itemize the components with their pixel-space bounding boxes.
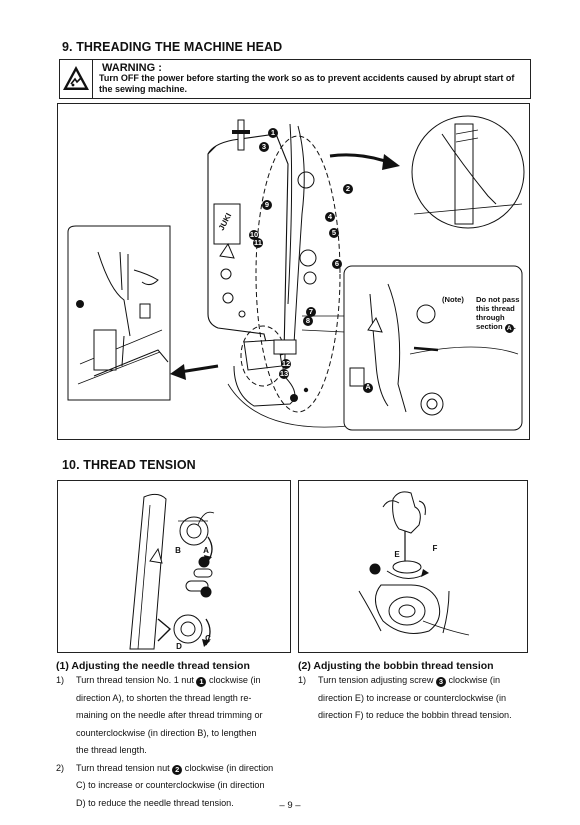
- callout-6: 6: [332, 259, 342, 269]
- needle-area-inset: [67, 225, 171, 401]
- bobbin-item-1-line-3: direction F) to reduce the bobbin thread…: [318, 710, 512, 720]
- note-line-3: through: [476, 313, 505, 322]
- label-circle-1: [198, 556, 210, 568]
- inset-section-a-label: A: [363, 375, 373, 393]
- figure-label-2: 2: [204, 588, 209, 597]
- needle-item-1-line-5: the thread length.: [76, 745, 147, 755]
- figure-label-D: D: [176, 642, 182, 651]
- callout-1-inline: 1: [196, 677, 207, 687]
- note-text-block: Do not pass this thread through section …: [476, 295, 519, 333]
- machine-head: [207, 119, 389, 428]
- section-9-title: 9. THREADING THE MACHINE HEAD: [62, 40, 283, 54]
- figure-label-C: C: [205, 634, 211, 643]
- note-line-4: section A.: [476, 322, 516, 333]
- warning-box: WARNING : Turn OFF the power before star…: [59, 59, 531, 99]
- label-circle-2: [200, 586, 212, 598]
- callout-11: 11: [253, 238, 263, 248]
- warning-title: WARNING :: [102, 62, 162, 74]
- tension-detail-inset: [343, 265, 523, 431]
- callout-2: 2: [343, 184, 353, 194]
- needle-tension-heading: (1) Adjusting the needle thread tension: [56, 660, 250, 672]
- bobbin-tension-list: 1)Turn tension adjusting screw 3 clockwi…: [298, 672, 538, 725]
- bobbin-tension-heading: (2) Adjusting the bobbin thread tension: [298, 660, 494, 672]
- section-a-badge: A: [504, 324, 514, 333]
- callout-3-inline: 3: [435, 677, 446, 687]
- bobbin-tension-figure: E F 3: [298, 480, 528, 653]
- note-line-1: Do not pass: [476, 295, 520, 304]
- callout-4: 4: [325, 212, 335, 222]
- needle-item-1-line-4: counterclockwise (in direction B), to le…: [76, 727, 257, 738]
- needle-item-1: 1)Turn thread tension No. 1 nut 1 clockw…: [56, 675, 261, 687]
- needle-item-2: 2)Turn thread tension nut 2 clockwise (i…: [56, 762, 274, 775]
- needle-item-2-line-2: C) to increase or counterclockwise (in d…: [76, 780, 265, 790]
- bobbin-item-1: 1)Turn tension adjusting screw 3 clockwi…: [298, 675, 501, 687]
- callout-3: 3: [259, 142, 269, 152]
- thread-guide-inset: [411, 115, 525, 229]
- callout-9: 9: [262, 200, 272, 210]
- callout-7: 7: [306, 307, 316, 317]
- figure-label-1: 1: [202, 558, 207, 567]
- note-line-2: this thread: [476, 304, 515, 313]
- figure-label-B: B: [175, 546, 181, 555]
- figure-label-E: E: [394, 550, 400, 559]
- page-number: – 9 –: [279, 800, 301, 811]
- callout-8: 8: [303, 316, 313, 326]
- figure-label-A: A: [203, 546, 209, 555]
- warning-line-1: Turn OFF the power before starting the w…: [99, 73, 515, 83]
- figure-label-3: 3: [373, 565, 378, 574]
- section-10-title: 10. THREAD TENSION: [62, 458, 196, 472]
- warning-icon: [60, 60, 93, 98]
- bobbin-item-1-line-2: direction E) to increase or counterclock…: [318, 692, 507, 703]
- label-circle-3: [369, 563, 381, 575]
- callout-2-inline: 2: [172, 764, 183, 775]
- needle-tension-list: 1)Turn thread tension No. 1 nut 1 clockw…: [56, 672, 296, 812]
- needle-item-1-line-3: maining on the needle after thread trimm…: [76, 710, 263, 720]
- callout-12: 12: [281, 359, 291, 369]
- callout-1: 1: [268, 128, 278, 138]
- callout-10: 10: [249, 230, 259, 240]
- needle-item-2-line-3: D) to reduce the needle thread tension.: [76, 797, 234, 808]
- callout-13: 13: [279, 369, 289, 379]
- warning-line-2: the sewing machine.: [99, 84, 188, 94]
- figure-label-F: F: [433, 544, 438, 553]
- needle-item-1-line-2: direction A), to shorten the thread leng…: [76, 692, 252, 703]
- note-prefix: (Note): [442, 295, 464, 304]
- callout-5: 5: [329, 228, 339, 238]
